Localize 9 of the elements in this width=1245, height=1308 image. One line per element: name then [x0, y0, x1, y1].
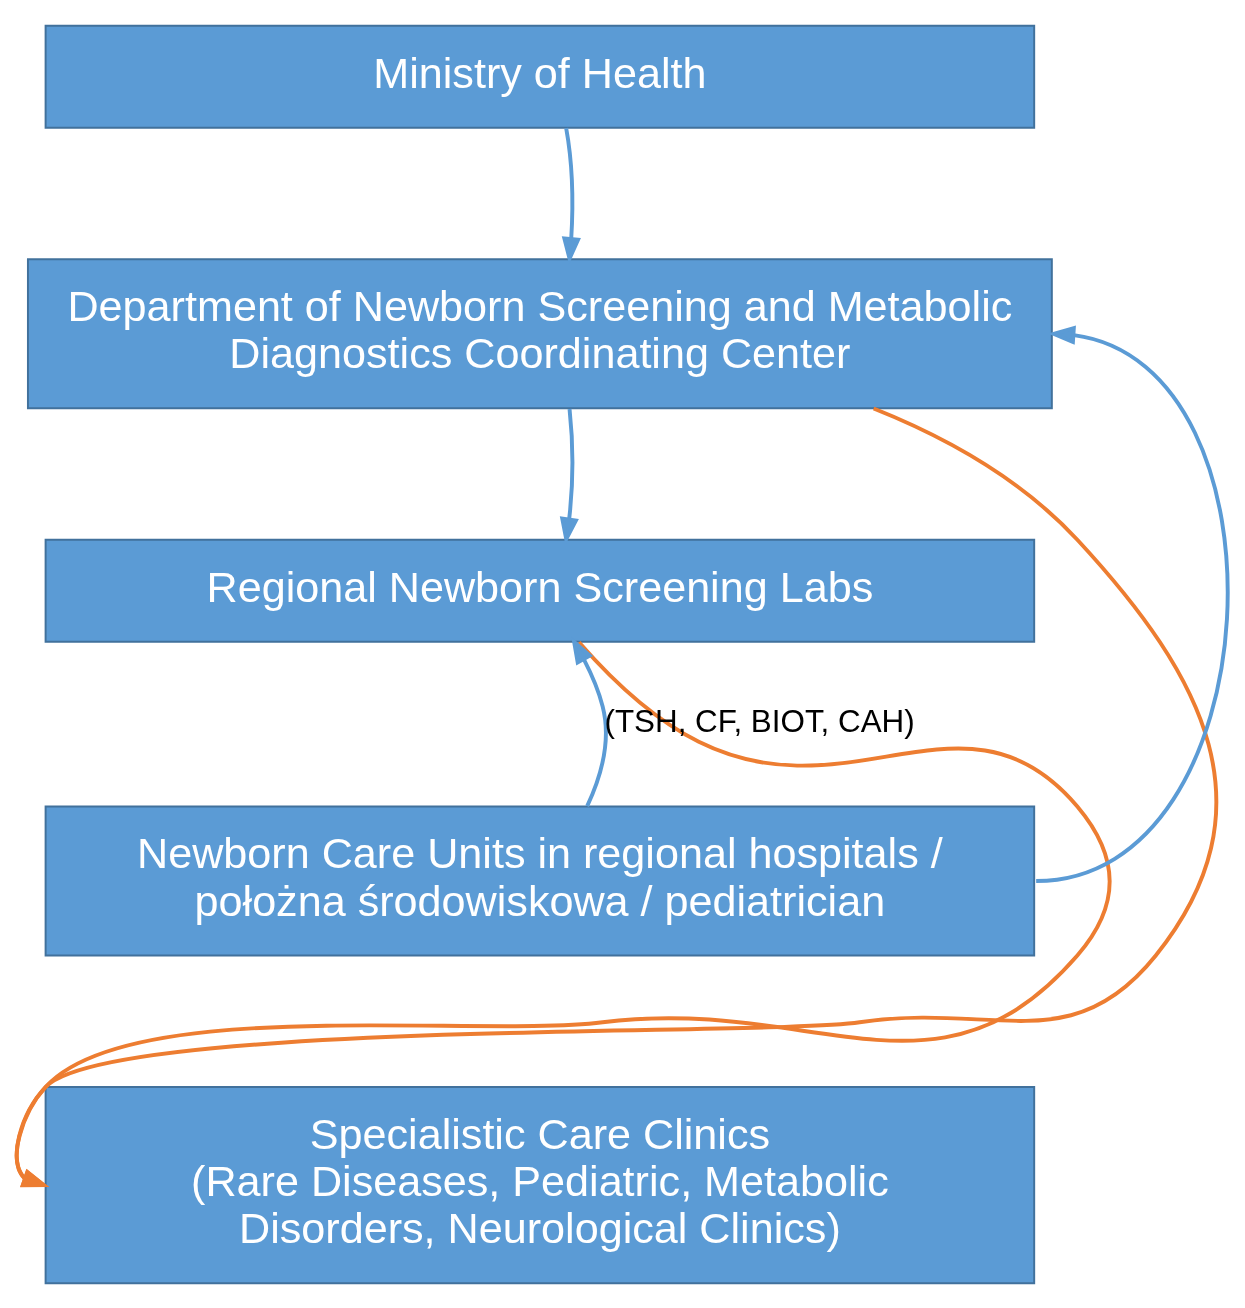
node-box: Department of Newborn Screening and Metabolic Diagnostics Coordinating Center: [26, 257, 1053, 409]
node-box: Regional Newborn Screening Labs: [44, 538, 1036, 643]
arrow: [15, 640, 1112, 1187]
node-box: Ministry of Health: [44, 24, 1036, 129]
node-box: Specialistic Care Clinics (Rare Diseases, Pediatric, Metabolic Disorders, Neurological Clinics): [44, 1085, 1036, 1284]
node-box: Newborn Care Units in regional hospitals / położna środowiskowa / pediatrician: [44, 805, 1036, 957]
arrow: [15, 406, 1218, 1187]
arrow: [1035, 325, 1229, 883]
arrow: [561, 127, 581, 264]
